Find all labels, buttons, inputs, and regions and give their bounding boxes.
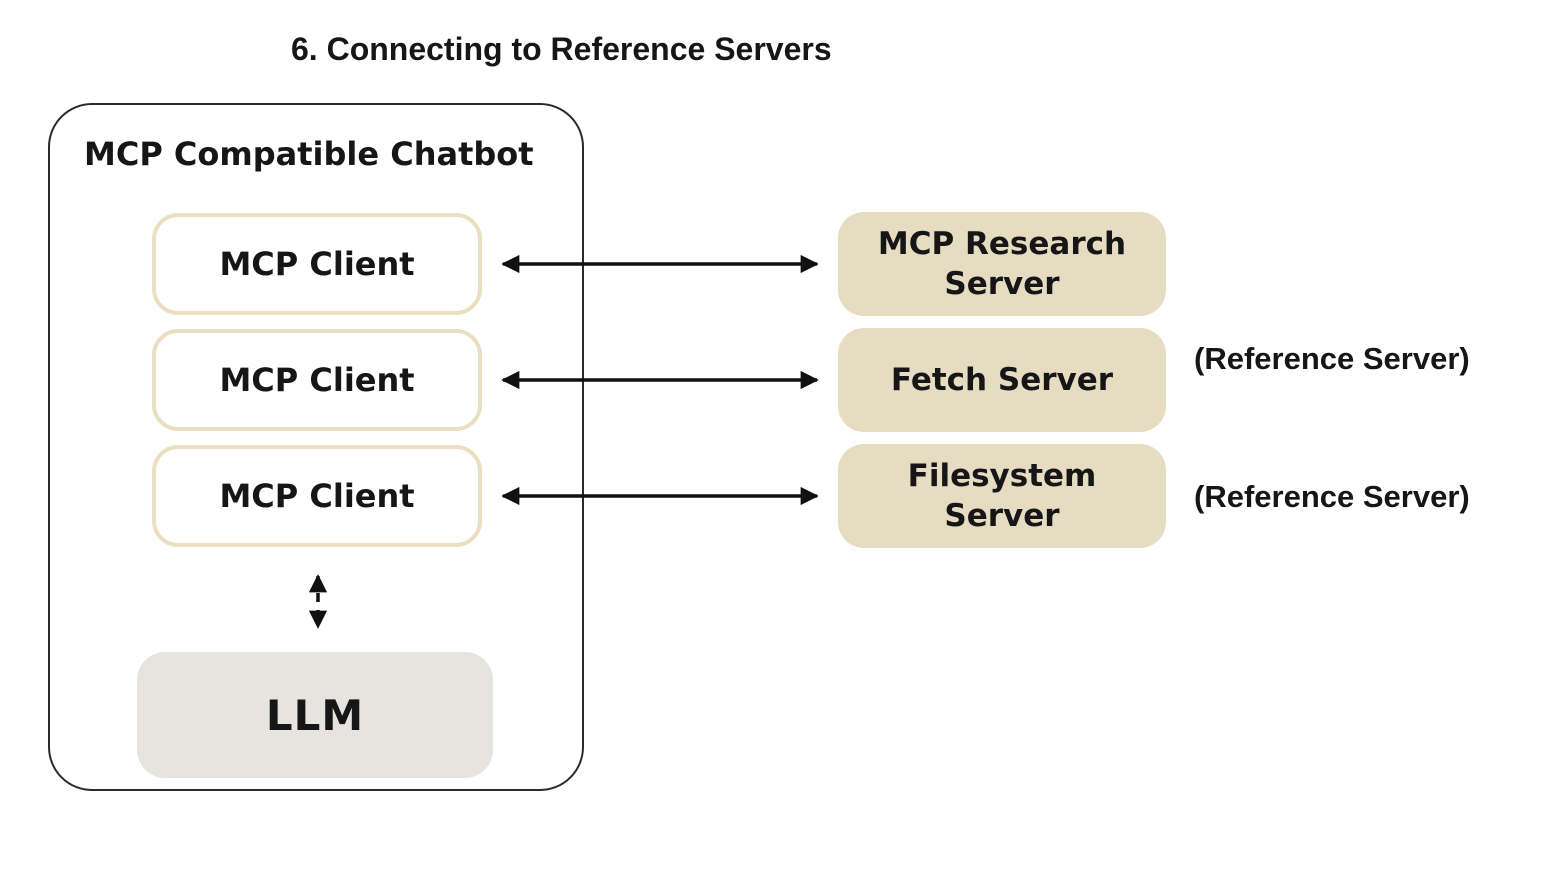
mcp-client-label-2: MCP Client <box>219 361 415 399</box>
mcp-research-server-label: MCP Research Server <box>877 226 1127 302</box>
mcp-client-label-1: MCP Client <box>219 245 415 283</box>
fetch-server-box: Fetch Server <box>838 328 1166 432</box>
llm-box: LLM <box>137 652 493 778</box>
chatbot-container-label: MCP Compatible Chatbot <box>84 135 534 173</box>
page-title: 6. Connecting to Reference Servers <box>291 31 832 67</box>
reference-server-annotation-filesystem: (Reference Server) <box>1194 479 1470 514</box>
mcp-client-label-3: MCP Client <box>219 477 415 515</box>
mcp-client-box-2: MCP Client <box>152 329 482 431</box>
mcp-client-box-3: MCP Client <box>152 445 482 547</box>
mcp-client-box-1: MCP Client <box>152 213 482 315</box>
mcp-research-server-box: MCP Research Server <box>838 212 1166 316</box>
filesystem-server-label: Filesystem Server <box>907 458 1097 534</box>
filesystem-server-box: Filesystem Server <box>838 444 1166 548</box>
llm-label: LLM <box>265 690 365 740</box>
reference-server-annotation-fetch: (Reference Server) <box>1194 341 1470 376</box>
fetch-server-label: Fetch Server <box>890 362 1114 398</box>
